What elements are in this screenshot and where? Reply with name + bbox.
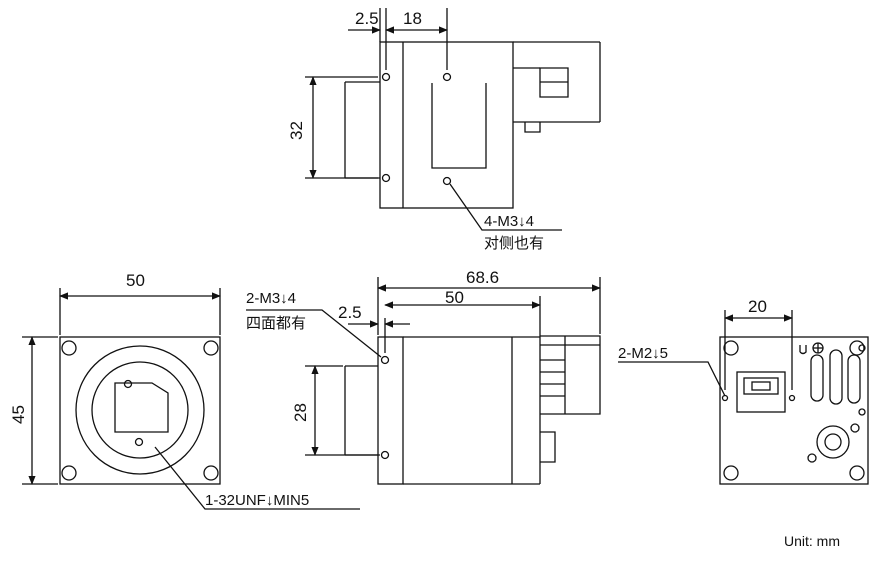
front-view-sensor (114, 382, 169, 433)
front-view-leader (154, 446, 360, 510)
front-view-mount-inner (91, 361, 189, 459)
front-mount-note: 1-32UNF↓MIN5 (205, 492, 309, 509)
top-dim-2-5: 2.5 (355, 9, 379, 28)
top-view-leader (449, 183, 562, 231)
top-view-connector (539, 67, 569, 98)
side-dim-68-6: 68.6 (466, 268, 499, 287)
rear-view-led (799, 345, 807, 355)
side-thread-note: 2-M3↓4 (246, 290, 296, 307)
top-view (305, 8, 601, 231)
rear-view-body (719, 336, 869, 485)
side-view-hole (380, 450, 390, 460)
rear-dim-20: 20 (748, 297, 767, 316)
rear-thread-note: 2-M2↓5 (618, 345, 668, 362)
rear-view (618, 310, 869, 485)
top-dim-32: 32 (287, 121, 306, 140)
side-dim-50: 50 (445, 288, 464, 307)
rear-view-io-slot (810, 354, 824, 402)
front-view-corner-hole (61, 340, 77, 356)
rear-view-leader (618, 361, 726, 397)
rear-view-corner-hole (849, 340, 865, 356)
top-dim-18: 18 (403, 9, 422, 28)
top-thread-note: 4-M3↓4 (484, 213, 534, 230)
side-dim-2-5: 2.5 (338, 303, 362, 322)
front-view-mount-outer (75, 345, 205, 475)
rear-view-corner-hole (849, 465, 865, 481)
front-dim-50: 50 (126, 271, 145, 290)
top-thread-note-sub: 对侧也有 (484, 235, 544, 252)
front-view-body (59, 336, 221, 485)
side-dim-28: 28 (291, 403, 310, 422)
rear-view-corner-hole (723, 465, 739, 481)
rear-view-corner-hole (723, 340, 739, 356)
side-view-leader (246, 309, 382, 358)
side-view-connector (540, 335, 601, 415)
rear-view-usb-port (736, 371, 786, 413)
top-view-hole (381, 173, 391, 183)
side-view-hole (380, 355, 390, 365)
unit-label: Unit: mm (784, 533, 840, 549)
top-view-slot (431, 83, 487, 169)
rear-view-power-connector (816, 425, 850, 459)
front-dim-45: 45 (9, 405, 28, 424)
side-view (246, 277, 601, 485)
top-view-hole (442, 72, 452, 82)
front-view-corner-hole (203, 465, 219, 481)
top-view-hole (381, 72, 391, 82)
side-thread-note-sub: 四面都有 (246, 315, 306, 332)
front-view-corner-hole (61, 465, 77, 481)
side-view-flange (377, 336, 404, 485)
front-view-corner-hole (203, 340, 219, 356)
front-view (22, 288, 360, 510)
top-view-hole (442, 176, 452, 186)
